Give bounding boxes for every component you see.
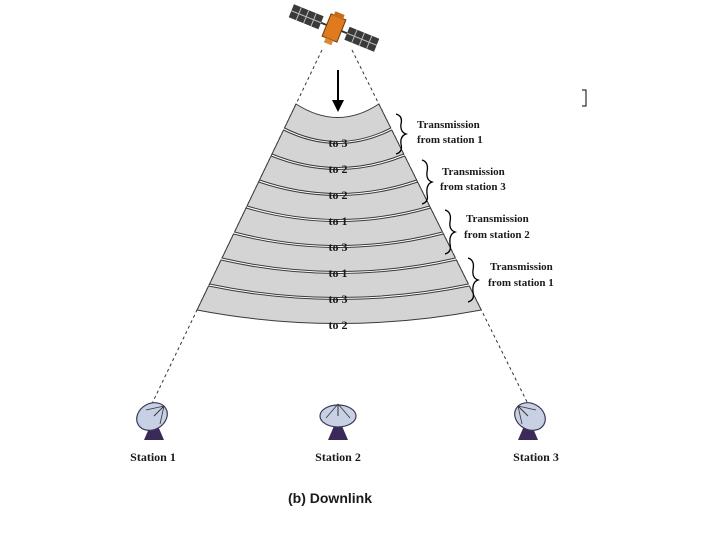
transmission-label: from station 1 — [417, 134, 483, 146]
satellite-icon — [288, 4, 380, 52]
transmission-label: from station 1 — [488, 277, 554, 289]
station-label: Station 3 — [513, 450, 559, 464]
band-label: to 1 — [329, 214, 348, 228]
transmission-band — [221, 233, 457, 272]
band-label: to 3 — [329, 292, 348, 306]
satellite-dish-icon — [319, 403, 357, 440]
stray-mark — [582, 89, 587, 107]
station-label: Station 2 — [315, 450, 361, 464]
brace-icon — [395, 113, 409, 155]
band-label: to 3 — [329, 136, 348, 150]
brace-icon — [421, 159, 435, 205]
downlink-arrow-icon — [332, 70, 344, 112]
transmission-braces — [395, 113, 481, 303]
transmission-band — [196, 285, 483, 324]
transmission-label: Transmission — [466, 213, 529, 225]
transmission-label: Transmission — [442, 166, 505, 178]
station-2 — [319, 403, 357, 440]
transmission-band — [246, 181, 431, 220]
station-label: Station 1 — [130, 450, 176, 464]
band-label: to 1 — [329, 266, 348, 280]
diagram-caption: (b) Downlink — [288, 490, 372, 506]
transmission-label: from station 3 — [440, 181, 506, 193]
transmission-label: Transmission — [490, 261, 553, 273]
band-labels: to 3 to 2 to 2 to 1 to 3 to 1 to 3 to 2 — [329, 136, 348, 332]
band-label: to 2 — [329, 188, 348, 202]
transmission-bands — [196, 103, 483, 324]
brace-icon — [444, 209, 458, 255]
band-label: to 3 — [329, 240, 348, 254]
satellite-dish-icon — [136, 402, 168, 440]
transmission-band — [233, 207, 444, 246]
station-3 — [514, 402, 546, 440]
solar-panel-right — [344, 26, 380, 52]
transmission-band — [208, 259, 470, 298]
satellite-dish-icon — [514, 402, 546, 440]
transmission-label: Transmission — [417, 119, 480, 131]
brace-icon — [467, 257, 481, 303]
transmission-band — [271, 129, 405, 168]
band-label: to 2 — [329, 318, 348, 332]
band-label: to 2 — [329, 162, 348, 176]
transmission-labels: Transmission from station 1 Transmission… — [417, 119, 554, 289]
transmission-band — [283, 103, 392, 142]
transmission-label: from station 2 — [464, 229, 530, 241]
station-1 — [136, 402, 168, 440]
transmission-band — [258, 155, 418, 194]
solar-panel-left — [288, 4, 324, 30]
